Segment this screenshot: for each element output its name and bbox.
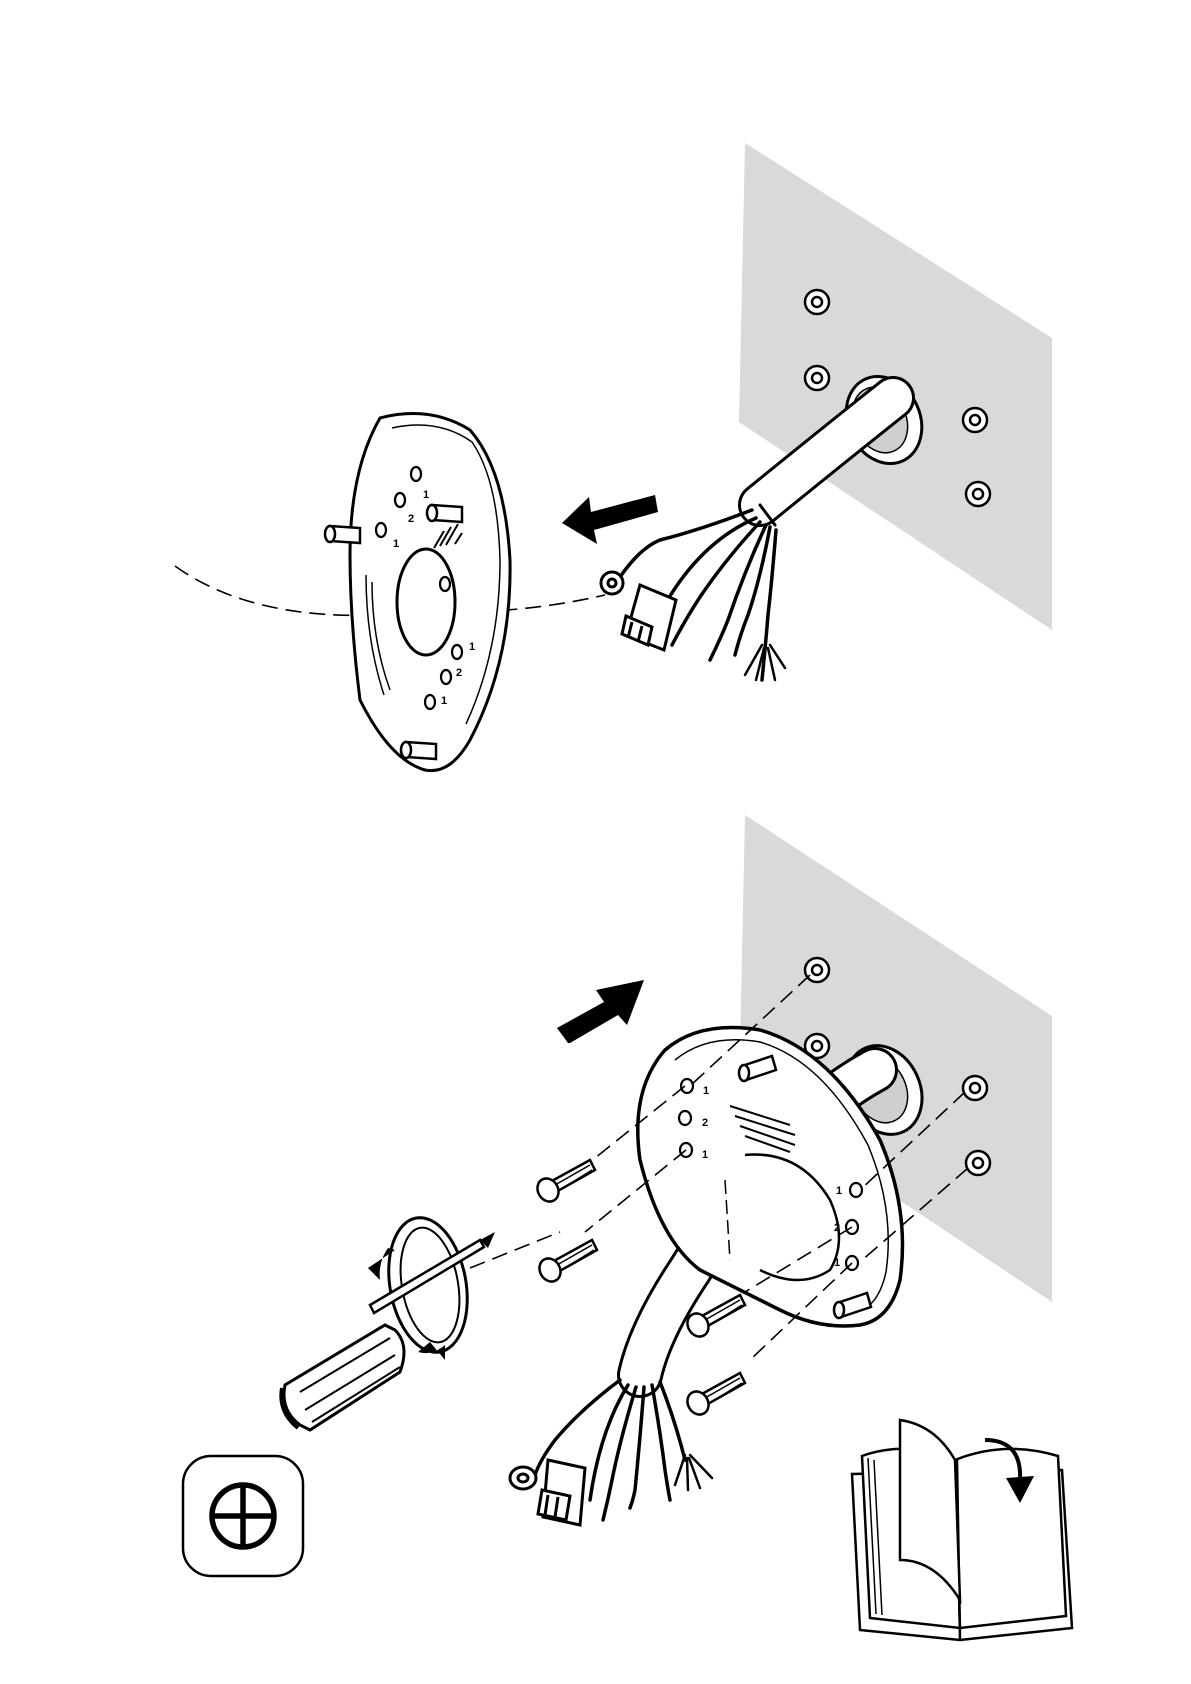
wall-anchor xyxy=(966,1151,990,1175)
wire xyxy=(620,510,752,577)
plate-hole xyxy=(452,645,462,659)
wall-anchor xyxy=(805,366,829,390)
step2-push-to-wall-arrow xyxy=(557,980,644,1043)
step1-connector xyxy=(622,585,676,650)
screw xyxy=(535,1240,597,1285)
plate-hole xyxy=(679,1111,691,1125)
plate-label: 1 xyxy=(702,1149,708,1161)
plate-label: 2 xyxy=(456,667,462,679)
plate-hole xyxy=(681,1079,693,1093)
plate-hole xyxy=(411,467,421,481)
plate-label: 1 xyxy=(703,1085,709,1097)
plate-hole xyxy=(425,695,435,709)
step1-move-away-arrow xyxy=(562,495,658,544)
refer-to-manual-icon xyxy=(852,1420,1072,1640)
plate-label: 2 xyxy=(702,1117,708,1129)
plate-hole xyxy=(395,493,405,507)
standoff-post xyxy=(427,505,462,522)
plate-hole xyxy=(376,523,386,537)
screw xyxy=(533,1160,595,1205)
plate-hole xyxy=(440,577,450,591)
plate-hole xyxy=(441,670,451,684)
plate-label: 1 xyxy=(423,489,429,501)
step1-mounting-plate: 1 2 1 1 2 1 xyxy=(350,414,510,771)
plate-label: 2 xyxy=(834,1222,840,1234)
plate-label: 1 xyxy=(836,1185,842,1197)
plate-label: 1 xyxy=(441,695,447,707)
step2-panel: 1 2 1 1 2 1 xyxy=(470,815,1052,1525)
screwdriver xyxy=(281,1211,495,1430)
wall-anchor xyxy=(805,290,829,314)
plate-label: 1 xyxy=(469,641,475,653)
wall-anchor xyxy=(963,408,987,432)
standoff-post xyxy=(325,526,360,543)
plate-label: 2 xyxy=(408,513,414,525)
step1-panel: 1 2 1 1 2 1 xyxy=(175,143,1052,771)
wire xyxy=(670,518,756,596)
wall-anchor xyxy=(963,1076,987,1100)
plate-label: 1 xyxy=(393,538,399,550)
step1-ring-terminal xyxy=(601,572,623,594)
screw xyxy=(683,1373,745,1418)
wall-anchor xyxy=(805,958,829,982)
plate-label: 1 xyxy=(834,1257,840,1269)
phillips-screwdriver-icon xyxy=(183,1456,303,1576)
standoff-post xyxy=(401,742,436,759)
step2-ring-terminal xyxy=(510,1467,536,1489)
wall-anchor xyxy=(966,482,990,506)
plate-hole xyxy=(850,1183,862,1197)
step2-connector xyxy=(538,1460,585,1525)
